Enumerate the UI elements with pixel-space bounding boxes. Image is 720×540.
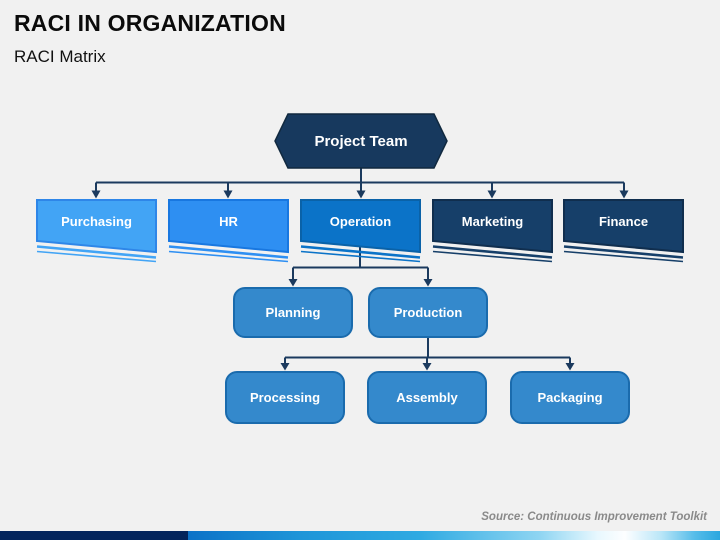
node-project-team: Project Team [274,113,448,169]
node-marketing: Marketing [432,199,553,263]
node-processing: Processing [225,371,345,424]
flag-stripe [432,250,553,263]
flag-shape [36,199,157,254]
source-credit: Source: Continuous Improvement Toolkit [481,511,707,523]
flag-stripe [432,245,553,259]
arrowheads [91,190,629,371]
node-planning-label: Planning [265,305,321,320]
flag-shape [432,199,553,254]
node-processing-label: Processing [249,390,321,405]
flag-shape [563,199,684,254]
node-packaging-label: Packaging [537,390,603,405]
flag-shape [300,199,421,254]
node-assembly: Assembly [367,371,487,424]
flag-stripe [168,245,289,259]
flag-shape [168,199,289,254]
flag-stripe [563,245,684,259]
page-title: RACI IN ORGANIZATION [14,10,286,36]
node-assembly-label: Assembly [396,390,458,405]
flag-stripe [168,250,289,263]
node-project-team-label: Project Team [314,132,408,150]
node-packaging: Packaging [510,371,630,424]
node-hr: HR [168,199,289,263]
node-production: Production [368,287,488,338]
flag-stripe [36,245,157,259]
node-planning: Planning [233,287,353,338]
node-purchasing: Purchasing [36,199,157,263]
node-production-label: Production [393,305,463,320]
flag-stripe [563,250,684,263]
node-operation: Operation [300,199,421,263]
flag-stripe [300,245,421,259]
flag-stripe [300,250,421,263]
flag-stripe [36,250,157,263]
bottom-accent-bar [0,531,720,540]
node-finance: Finance [563,199,684,263]
hexagon-shape [274,113,448,169]
page-subtitle: RACI Matrix [14,47,106,66]
